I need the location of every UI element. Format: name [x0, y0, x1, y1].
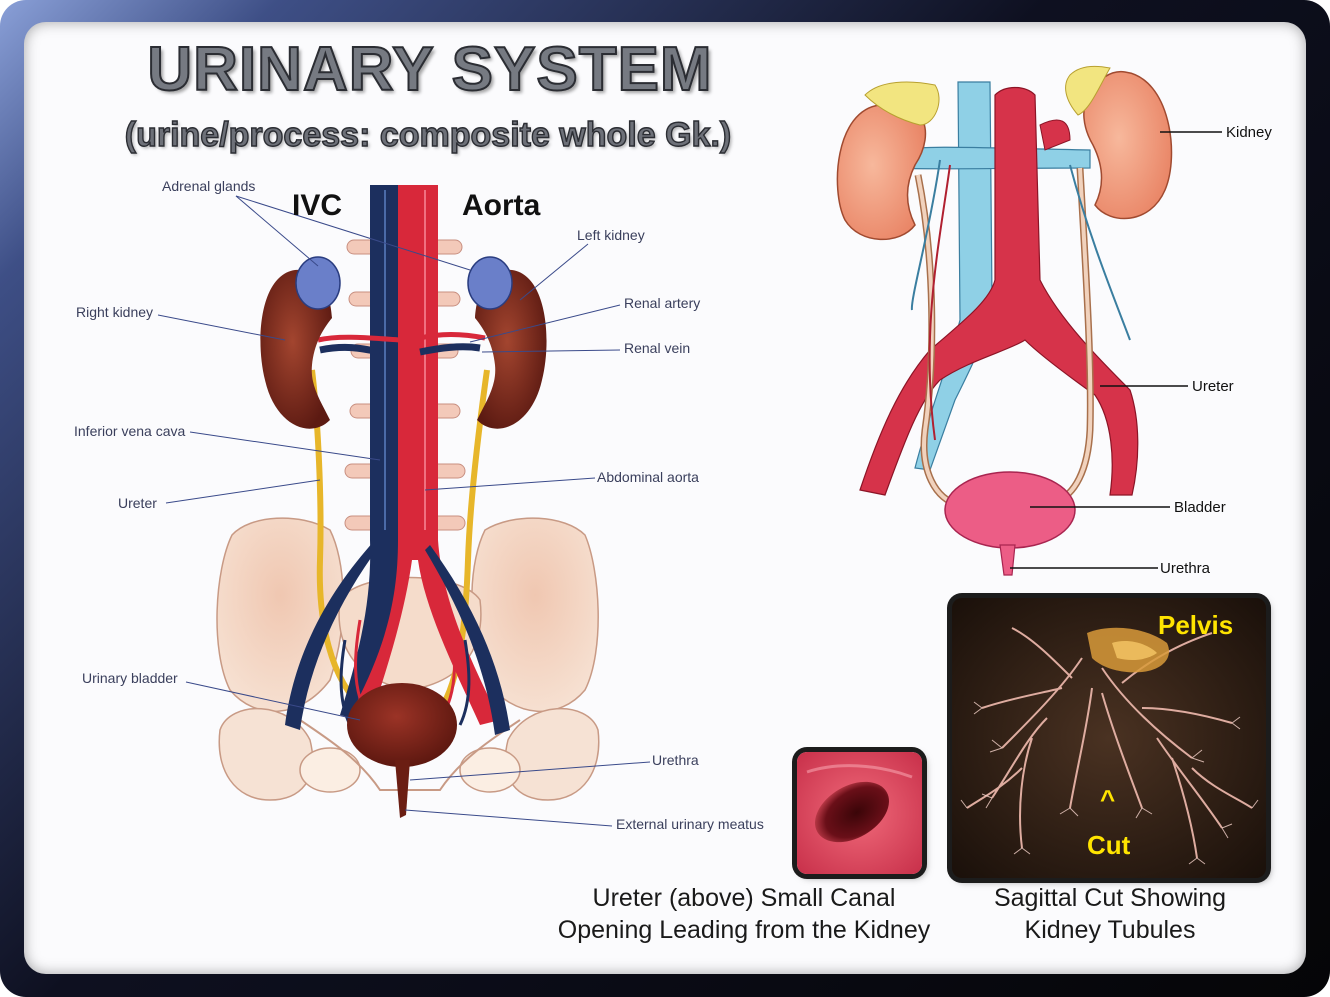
label-renal-artery: Renal artery: [624, 295, 700, 311]
left-leader-lines: [157, 195, 651, 827]
label-ivc: IVC: [292, 189, 342, 222]
left-renal-vessels: [317, 332, 486, 356]
label-left-kidney: Left kidney: [577, 227, 645, 243]
left-diagram-kidneys: [260, 256, 547, 429]
label-inferior-vena-cava: Inferior vena cava: [74, 423, 185, 439]
left-diagram-bladder: [347, 683, 457, 818]
label-right-kidney: Right kidney: [76, 304, 153, 320]
label-cut: Cut: [1087, 830, 1131, 860]
ureter-opening-photo: [797, 752, 922, 874]
label-urinary-bladder: Urinary bladder: [82, 670, 178, 686]
label-aorta: Aorta: [462, 189, 541, 222]
right-leader-lines: [1010, 131, 1222, 569]
slide-subtitle: (urine/process: composite whole Gk.): [124, 115, 732, 154]
label-urethra-right: Urethra: [1160, 560, 1211, 577]
label-pelvis: Pelvis: [1158, 610, 1233, 640]
label-adrenal-glands: Adrenal glands: [162, 178, 255, 194]
kidney-tubules-photo: Pelvis ^ Cut: [952, 598, 1266, 878]
right-aorta: [859, 86, 1139, 496]
label-caret: ^: [1100, 784, 1115, 814]
slide-title: URINARY SYSTEM: [146, 34, 713, 105]
tubules-photo-caption: Sagittal Cut Showing Kidney Tubules: [960, 882, 1260, 946]
label-renal-vein: Renal vein: [624, 340, 690, 356]
ureter-caption-line1: Ureter (above) Small Canal: [592, 884, 896, 912]
label-ureter-right: Ureter: [1192, 378, 1234, 395]
ureter-photo-caption: Ureter (above) Small Canal Opening Leadi…: [536, 882, 952, 946]
ureter-caption-line2: Opening Leading from the Kidney: [557, 916, 931, 944]
great-vessels: [285, 185, 510, 735]
label-kidney: Kidney: [1226, 124, 1272, 141]
label-bladder: Bladder: [1174, 499, 1226, 516]
label-external-urinary-meatus: External urinary meatus: [616, 816, 764, 832]
tubules-caption-line2: Kidney Tubules: [1024, 916, 1196, 944]
tubules-illustration: Pelvis ^ Cut: [952, 598, 1266, 878]
tubules-caption-line1: Sagittal Cut Showing: [993, 884, 1227, 912]
label-urethra: Urethra: [652, 752, 699, 768]
right-diagram-bladder: [944, 471, 1076, 576]
right-ureters: [910, 159, 1131, 509]
ureter-opening-illustration: [797, 752, 922, 874]
label-abdominal-aorta: Abdominal aorta: [597, 469, 699, 485]
label-ureter: Ureter: [118, 495, 157, 511]
right-diagram-kidneys: [836, 65, 1173, 241]
